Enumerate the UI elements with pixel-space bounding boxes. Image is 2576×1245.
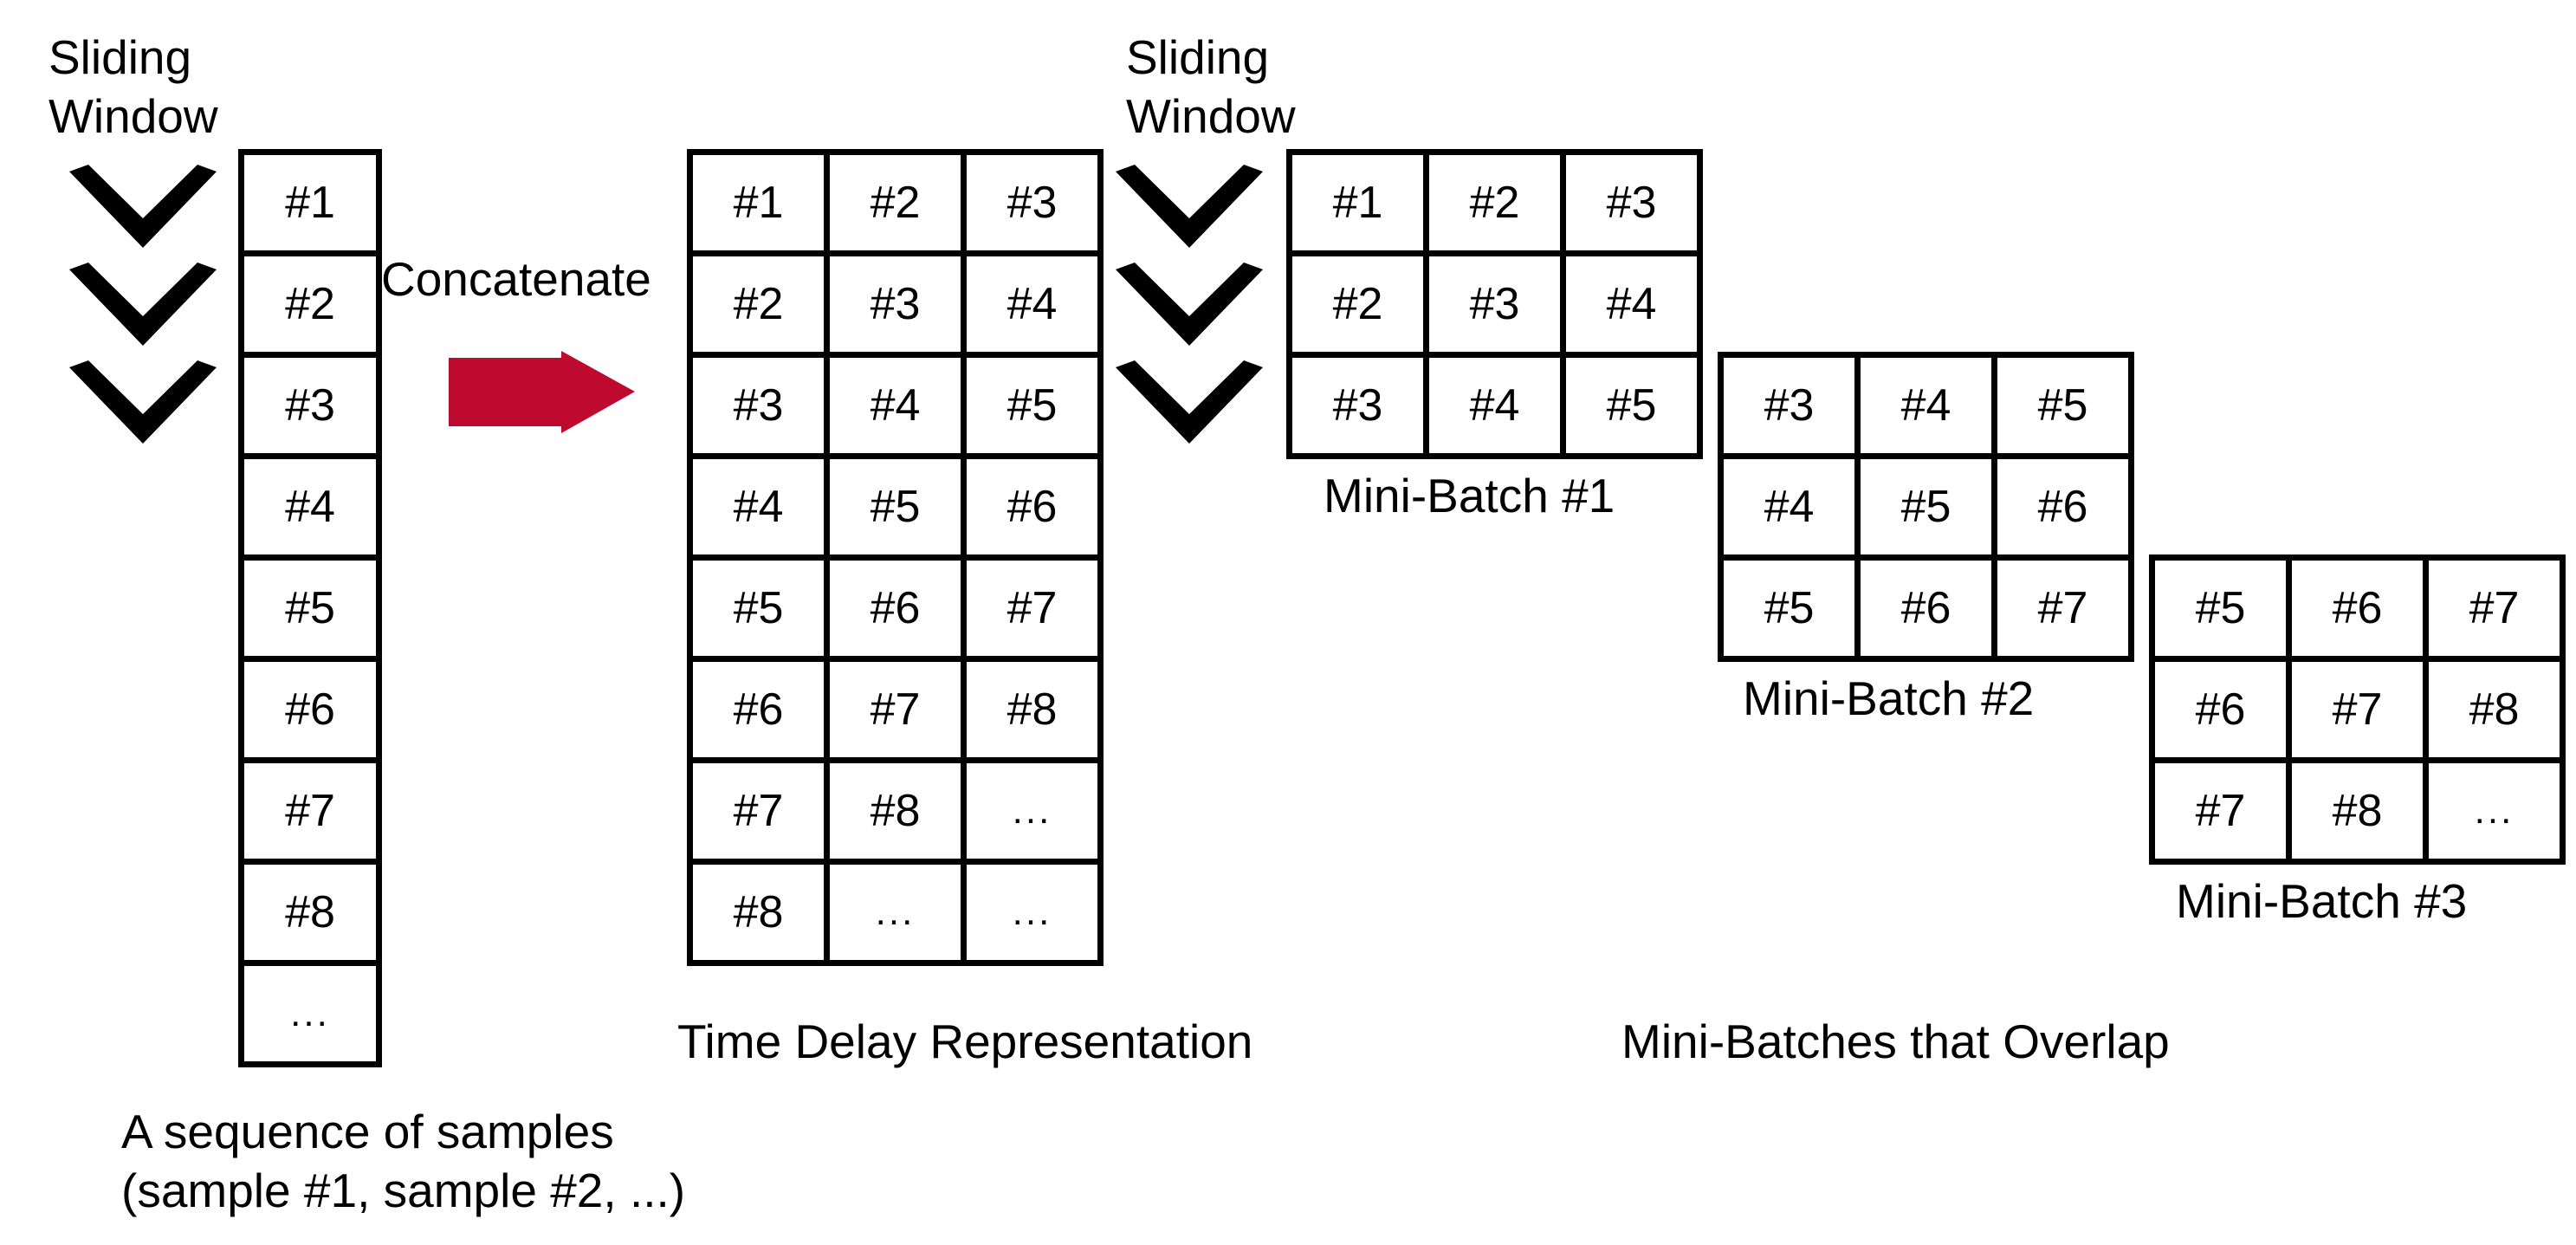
time-delay-cell-r2-c2: #3 xyxy=(830,256,967,358)
time-delay-caption: Time Delay Representation xyxy=(677,1015,1253,1068)
mini-batch-1-cell-r3-c3: #5 xyxy=(1566,358,1703,459)
time-delay-cell-r7-c3: ... xyxy=(967,763,1104,865)
time-delay-cell-r4-c1: #4 xyxy=(693,459,830,561)
time-delay-cell-r7-c1: #7 xyxy=(693,763,830,865)
sliding-window-chevrons-left xyxy=(69,165,225,451)
time-delay-cell-r6-c3: #8 xyxy=(967,662,1104,763)
mini-batch-2-cell-r2-c3: #6 xyxy=(1997,459,2134,561)
mini-batch-2-cell-r2-c1: #4 xyxy=(1724,459,1861,561)
time-delay-cell-r2-c3: #4 xyxy=(967,256,1104,358)
concatenate-label: Concatenate xyxy=(381,252,651,306)
mini-batch-3-grid: #5#6#7#6#7#8#7#8... xyxy=(2149,554,2566,865)
chevron-down-icon xyxy=(1116,360,1263,444)
time-delay-cell-r1-c2: #2 xyxy=(830,155,967,256)
time-delay-cell-r3-c2: #4 xyxy=(830,358,967,459)
sequence-cell-r9-c1: ... xyxy=(244,966,382,1067)
sliding-window-label-left: Sliding Window xyxy=(49,30,218,143)
mini-batch-2-cell-r3-c3: #7 xyxy=(1997,561,2134,662)
time-delay-cell-r2-c1: #2 xyxy=(693,256,830,358)
time-delay-grid: #1#2#3#2#3#4#3#4#5#4#5#6#5#6#7#6#7#8#7#8… xyxy=(687,149,1104,966)
mini-batch-3-cell-r2-c2: #7 xyxy=(2292,662,2429,763)
time-delay-cell-r8-c3: ... xyxy=(967,865,1104,966)
mini-batch-2-cell-r1-c1: #3 xyxy=(1724,358,1861,459)
time-delay-cell-r5-c1: #5 xyxy=(693,561,830,662)
sequence-cell-r2-c1: #2 xyxy=(244,256,382,358)
sequence-cell-r5-c1: #5 xyxy=(244,561,382,662)
time-delay-cell-r4-c3: #6 xyxy=(967,459,1104,561)
mini-batch-1-label: Mini-Batch #1 xyxy=(1324,469,1615,522)
sequence-cell-r3-c1: #3 xyxy=(244,358,382,459)
mini-batch-3-cell-r3-c2: #8 xyxy=(2292,763,2429,865)
time-delay-cell-r8-c2: ... xyxy=(830,865,967,966)
time-delay-cell-r1-c1: #1 xyxy=(693,155,830,256)
mini-batch-2-cell-r3-c2: #6 xyxy=(1861,561,1997,662)
time-delay-cell-r4-c2: #5 xyxy=(830,459,967,561)
sequence-column-grid: #1#2#3#4#5#6#7#8... xyxy=(238,149,382,1067)
mini-batch-2-label: Mini-Batch #2 xyxy=(1743,671,2035,725)
time-delay-cell-r3-c1: #3 xyxy=(693,358,830,459)
mini-batch-3-cell-r1-c1: #5 xyxy=(2155,561,2292,662)
time-delay-cell-r7-c2: #8 xyxy=(830,763,967,865)
time-delay-cell-r6-c2: #7 xyxy=(830,662,967,763)
chevron-down-icon xyxy=(69,165,217,248)
sequence-cell-r4-c1: #4 xyxy=(244,459,382,561)
mini-batch-2-grid: #3#4#5#4#5#6#5#6#7 xyxy=(1718,352,2134,662)
mini-batch-1-cell-r1-c1: #1 xyxy=(1292,155,1429,256)
mini-batch-3-cell-r1-c2: #6 xyxy=(2292,561,2429,662)
time-delay-cell-r5-c2: #6 xyxy=(830,561,967,662)
sliding-window-chevrons-right xyxy=(1116,165,1272,451)
mini-batch-1-cell-r3-c1: #3 xyxy=(1292,358,1429,459)
sequence-cell-r8-c1: #8 xyxy=(244,865,382,966)
mini-batch-1-cell-r2-c3: #4 xyxy=(1566,256,1703,358)
chevron-down-icon xyxy=(1116,165,1263,248)
time-delay-cell-r6-c1: #6 xyxy=(693,662,830,763)
sliding-window-label-right: Sliding Window xyxy=(1126,30,1296,143)
mini-batch-3-cell-r1-c3: #7 xyxy=(2429,561,2566,662)
chevron-down-icon xyxy=(1116,263,1263,346)
mini-batch-1-grid: #1#2#3#2#3#4#3#4#5 xyxy=(1286,149,1703,459)
mini-batch-1-cell-r1-c3: #3 xyxy=(1566,155,1703,256)
mini-batch-3-cell-r3-c1: #7 xyxy=(2155,763,2292,865)
time-delay-cell-r8-c1: #8 xyxy=(693,865,830,966)
mini-batch-2-cell-r1-c3: #5 xyxy=(1997,358,2134,459)
chevron-down-icon xyxy=(69,263,217,346)
mini-batch-3-cell-r2-c3: #8 xyxy=(2429,662,2566,763)
mini-batch-1-cell-r2-c1: #2 xyxy=(1292,256,1429,358)
time-delay-cell-r5-c3: #7 xyxy=(967,561,1104,662)
mini-batch-3-cell-r2-c1: #6 xyxy=(2155,662,2292,763)
mini-batch-1-cell-r2-c2: #3 xyxy=(1429,256,1566,358)
mini-batch-1-cell-r3-c2: #4 xyxy=(1429,358,1566,459)
sequence-cell-r7-c1: #7 xyxy=(244,763,382,865)
mini-batch-3-cell-r3-c3: ... xyxy=(2429,763,2566,865)
sequence-cell-r1-c1: #1 xyxy=(244,155,382,256)
time-delay-cell-r1-c3: #3 xyxy=(967,155,1104,256)
sequence-caption: A sequence of samples (sample #1, sample… xyxy=(121,1105,686,1217)
mini-batch-1-cell-r1-c2: #2 xyxy=(1429,155,1566,256)
mini-batch-3-label: Mini-Batch #3 xyxy=(2176,874,2468,928)
mini-batch-2-cell-r2-c2: #5 xyxy=(1861,459,1997,561)
mini-batches-caption: Mini-Batches that Overlap xyxy=(1621,1015,2170,1068)
sequence-cell-r6-c1: #6 xyxy=(244,662,382,763)
mini-batch-2-cell-r1-c2: #4 xyxy=(1861,358,1997,459)
mini-batch-2-cell-r3-c1: #5 xyxy=(1724,561,1861,662)
arrow-right-icon xyxy=(449,351,635,433)
time-delay-cell-r3-c3: #5 xyxy=(967,358,1104,459)
chevron-down-icon xyxy=(69,360,217,444)
